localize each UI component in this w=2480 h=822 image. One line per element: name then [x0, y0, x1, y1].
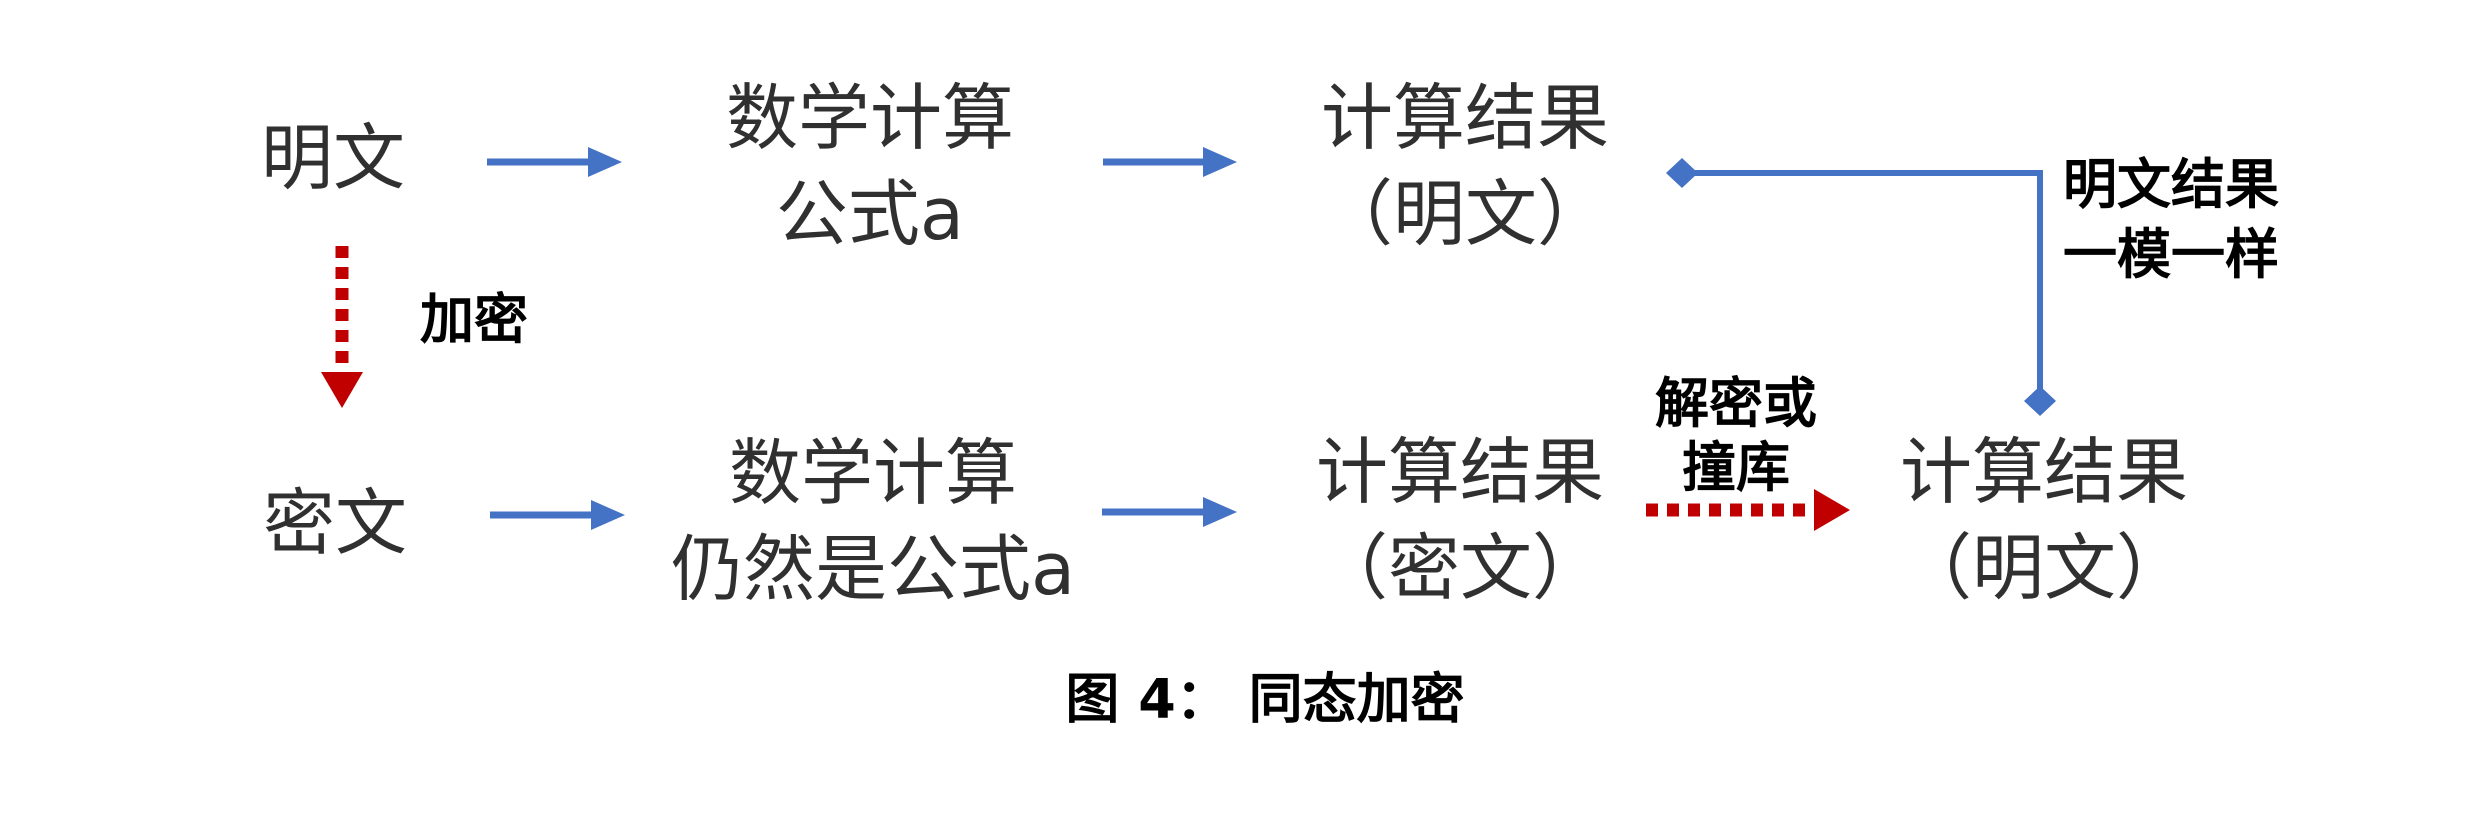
label-decrypt: 解密或 撞库 — [1655, 372, 1817, 500]
same-result-connector-icon — [1666, 158, 2056, 416]
decrypt-dotted-arrow-icon — [1646, 489, 1850, 531]
node-ciphertext: 密文 — [262, 481, 408, 565]
arrow-formula-to-result-top-icon — [1103, 147, 1237, 177]
label-decrypt-line2: 撞库 — [1682, 436, 1790, 499]
encrypt-dotted-arrow-icon — [321, 246, 363, 408]
node-formula-top-line1: 数学计算 — [725, 76, 1015, 160]
node-plaintext: 明文 — [260, 116, 406, 200]
node-formula-top: 数学计算 公式a — [726, 70, 1014, 262]
label-same-result-line1: 明文结果 — [2063, 153, 2279, 216]
node-result-plain-bottom: 计算结果 （明文） — [1900, 424, 2188, 616]
label-encrypt: 加密 — [420, 288, 528, 351]
node-formula-top-line2: 公式a — [775, 172, 965, 256]
node-result-cipher: 计算结果 （密文） — [1316, 424, 1604, 616]
arrow-ciphertext-to-formula-icon — [490, 500, 625, 530]
label-same-result-line2: 一模一样 — [2063, 223, 2279, 286]
node-result-plain-top-line2: （明文） — [1320, 172, 1610, 256]
node-result-plain-top: 计算结果 （明文） — [1321, 70, 1609, 262]
node-result-cipher-line2: （密文） — [1315, 526, 1605, 610]
label-decrypt-line1: 解密或 — [1655, 372, 1817, 435]
node-formula-bottom-line1: 数学计算 — [728, 431, 1017, 515]
label-same-result: 明文结果 一模一样 — [2063, 150, 2279, 290]
node-result-plain-top-line1: 计算结果 — [1320, 76, 1610, 160]
arrow-formula-to-result-bottom-icon — [1102, 497, 1237, 527]
figure-caption: 图 4： 同态加密 — [1065, 667, 1465, 731]
node-formula-bottom: 数学计算 仍然是公式a — [671, 425, 1075, 617]
node-result-plain-bottom-line2: （明文） — [1899, 526, 2189, 610]
node-formula-bottom-line2: 仍然是公式a — [670, 527, 1076, 611]
node-result-cipher-line1: 计算结果 — [1315, 430, 1605, 514]
node-result-plain-bottom-line1: 计算结果 — [1899, 430, 2189, 514]
arrow-plaintext-to-formula-icon — [487, 147, 622, 177]
